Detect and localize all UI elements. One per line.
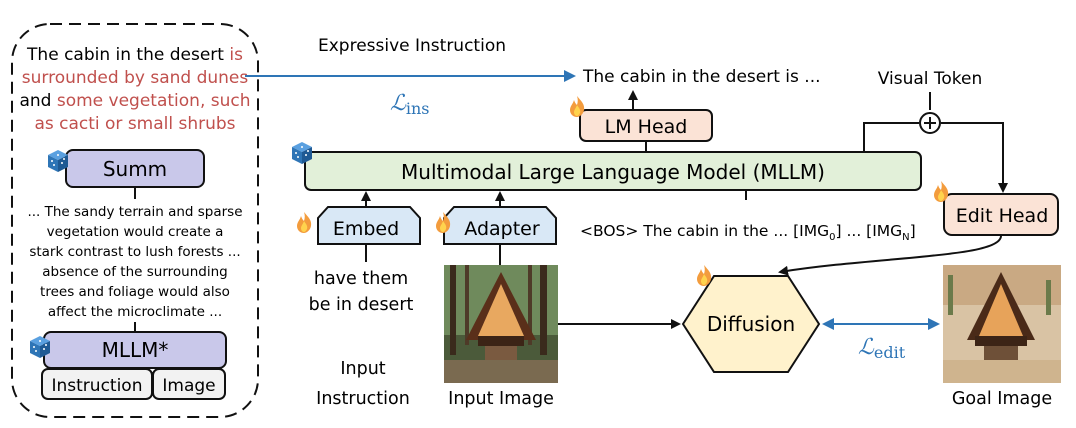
lm-output-text: The cabin in the desert is ... xyxy=(582,67,821,87)
flame-icon xyxy=(570,96,585,117)
flame-icon xyxy=(297,212,312,233)
embed-label: Embed xyxy=(333,218,399,240)
mllm-output-line-4: absence of the surrounding xyxy=(42,264,227,280)
image-box xyxy=(152,368,226,400)
loss-edit: ℒedit xyxy=(858,335,906,362)
mllm-output-line-1: ... The sandy terrain and sparse xyxy=(27,204,242,220)
diffusion-block xyxy=(681,275,821,373)
mllm-label: Multimodal Large Language Model (MLLM) xyxy=(401,160,825,184)
expressive-text-line2: surrounded by sand dunes xyxy=(22,68,249,88)
embed-box xyxy=(317,206,421,245)
summ-box xyxy=(65,149,205,188)
lm-head-label: LM Head xyxy=(605,116,688,138)
goal-image-label: Goal Image xyxy=(952,389,1052,409)
flame-icon xyxy=(697,265,712,286)
mllm-output-line-6: affect the microclimate ... xyxy=(48,304,222,320)
input-instruction-line1: Input xyxy=(340,359,385,379)
expressive-instruction-label: Expressive Instruction xyxy=(318,36,506,56)
flame-icon xyxy=(934,181,949,202)
lm-head-box xyxy=(579,109,713,142)
adapter-label: Adapter xyxy=(464,218,540,240)
instruction-label: Instruction xyxy=(52,376,143,396)
expressive-text-line4: as cacti or small shrubs xyxy=(34,114,235,134)
token-sequence: <BOS> The cabin in the ... [IMG0] ... [I… xyxy=(580,222,916,243)
instruction-text-line2: be in desert xyxy=(309,295,414,315)
loss-ins: ℒins xyxy=(390,91,430,118)
mllm-star-label: MLLM* xyxy=(102,338,169,362)
mllm-box xyxy=(304,151,922,191)
mllm-output-line-3: stark contrast to lush forests ... xyxy=(29,244,240,260)
diffusion-label: Diffusion xyxy=(707,312,795,336)
edit-head-box xyxy=(943,193,1059,236)
expressive-text-line1: The cabin in the desert is xyxy=(26,45,243,65)
image-label: Image xyxy=(162,376,215,396)
goal-image xyxy=(943,265,1061,383)
summ-label: Summ xyxy=(103,157,167,181)
edit-to-diffusion-arrow xyxy=(778,235,1002,276)
input-image xyxy=(444,265,558,383)
visual-token-label: Visual Token xyxy=(878,69,983,89)
left-dashed-panel xyxy=(11,23,259,418)
mllm-output-line-2: vegetation would create a xyxy=(47,224,224,240)
input-instruction-line2: Instruction xyxy=(316,389,410,409)
instruction-text-line1: have them xyxy=(314,269,408,289)
edit-head-label: Edit Head xyxy=(956,205,1049,227)
expressive-text-line3: and some vegetation, such xyxy=(19,91,250,111)
mllm-output-line-5: trees and foliage would also xyxy=(40,284,230,300)
input-image-label: Input Image xyxy=(448,389,554,409)
adapter-box xyxy=(443,206,557,245)
